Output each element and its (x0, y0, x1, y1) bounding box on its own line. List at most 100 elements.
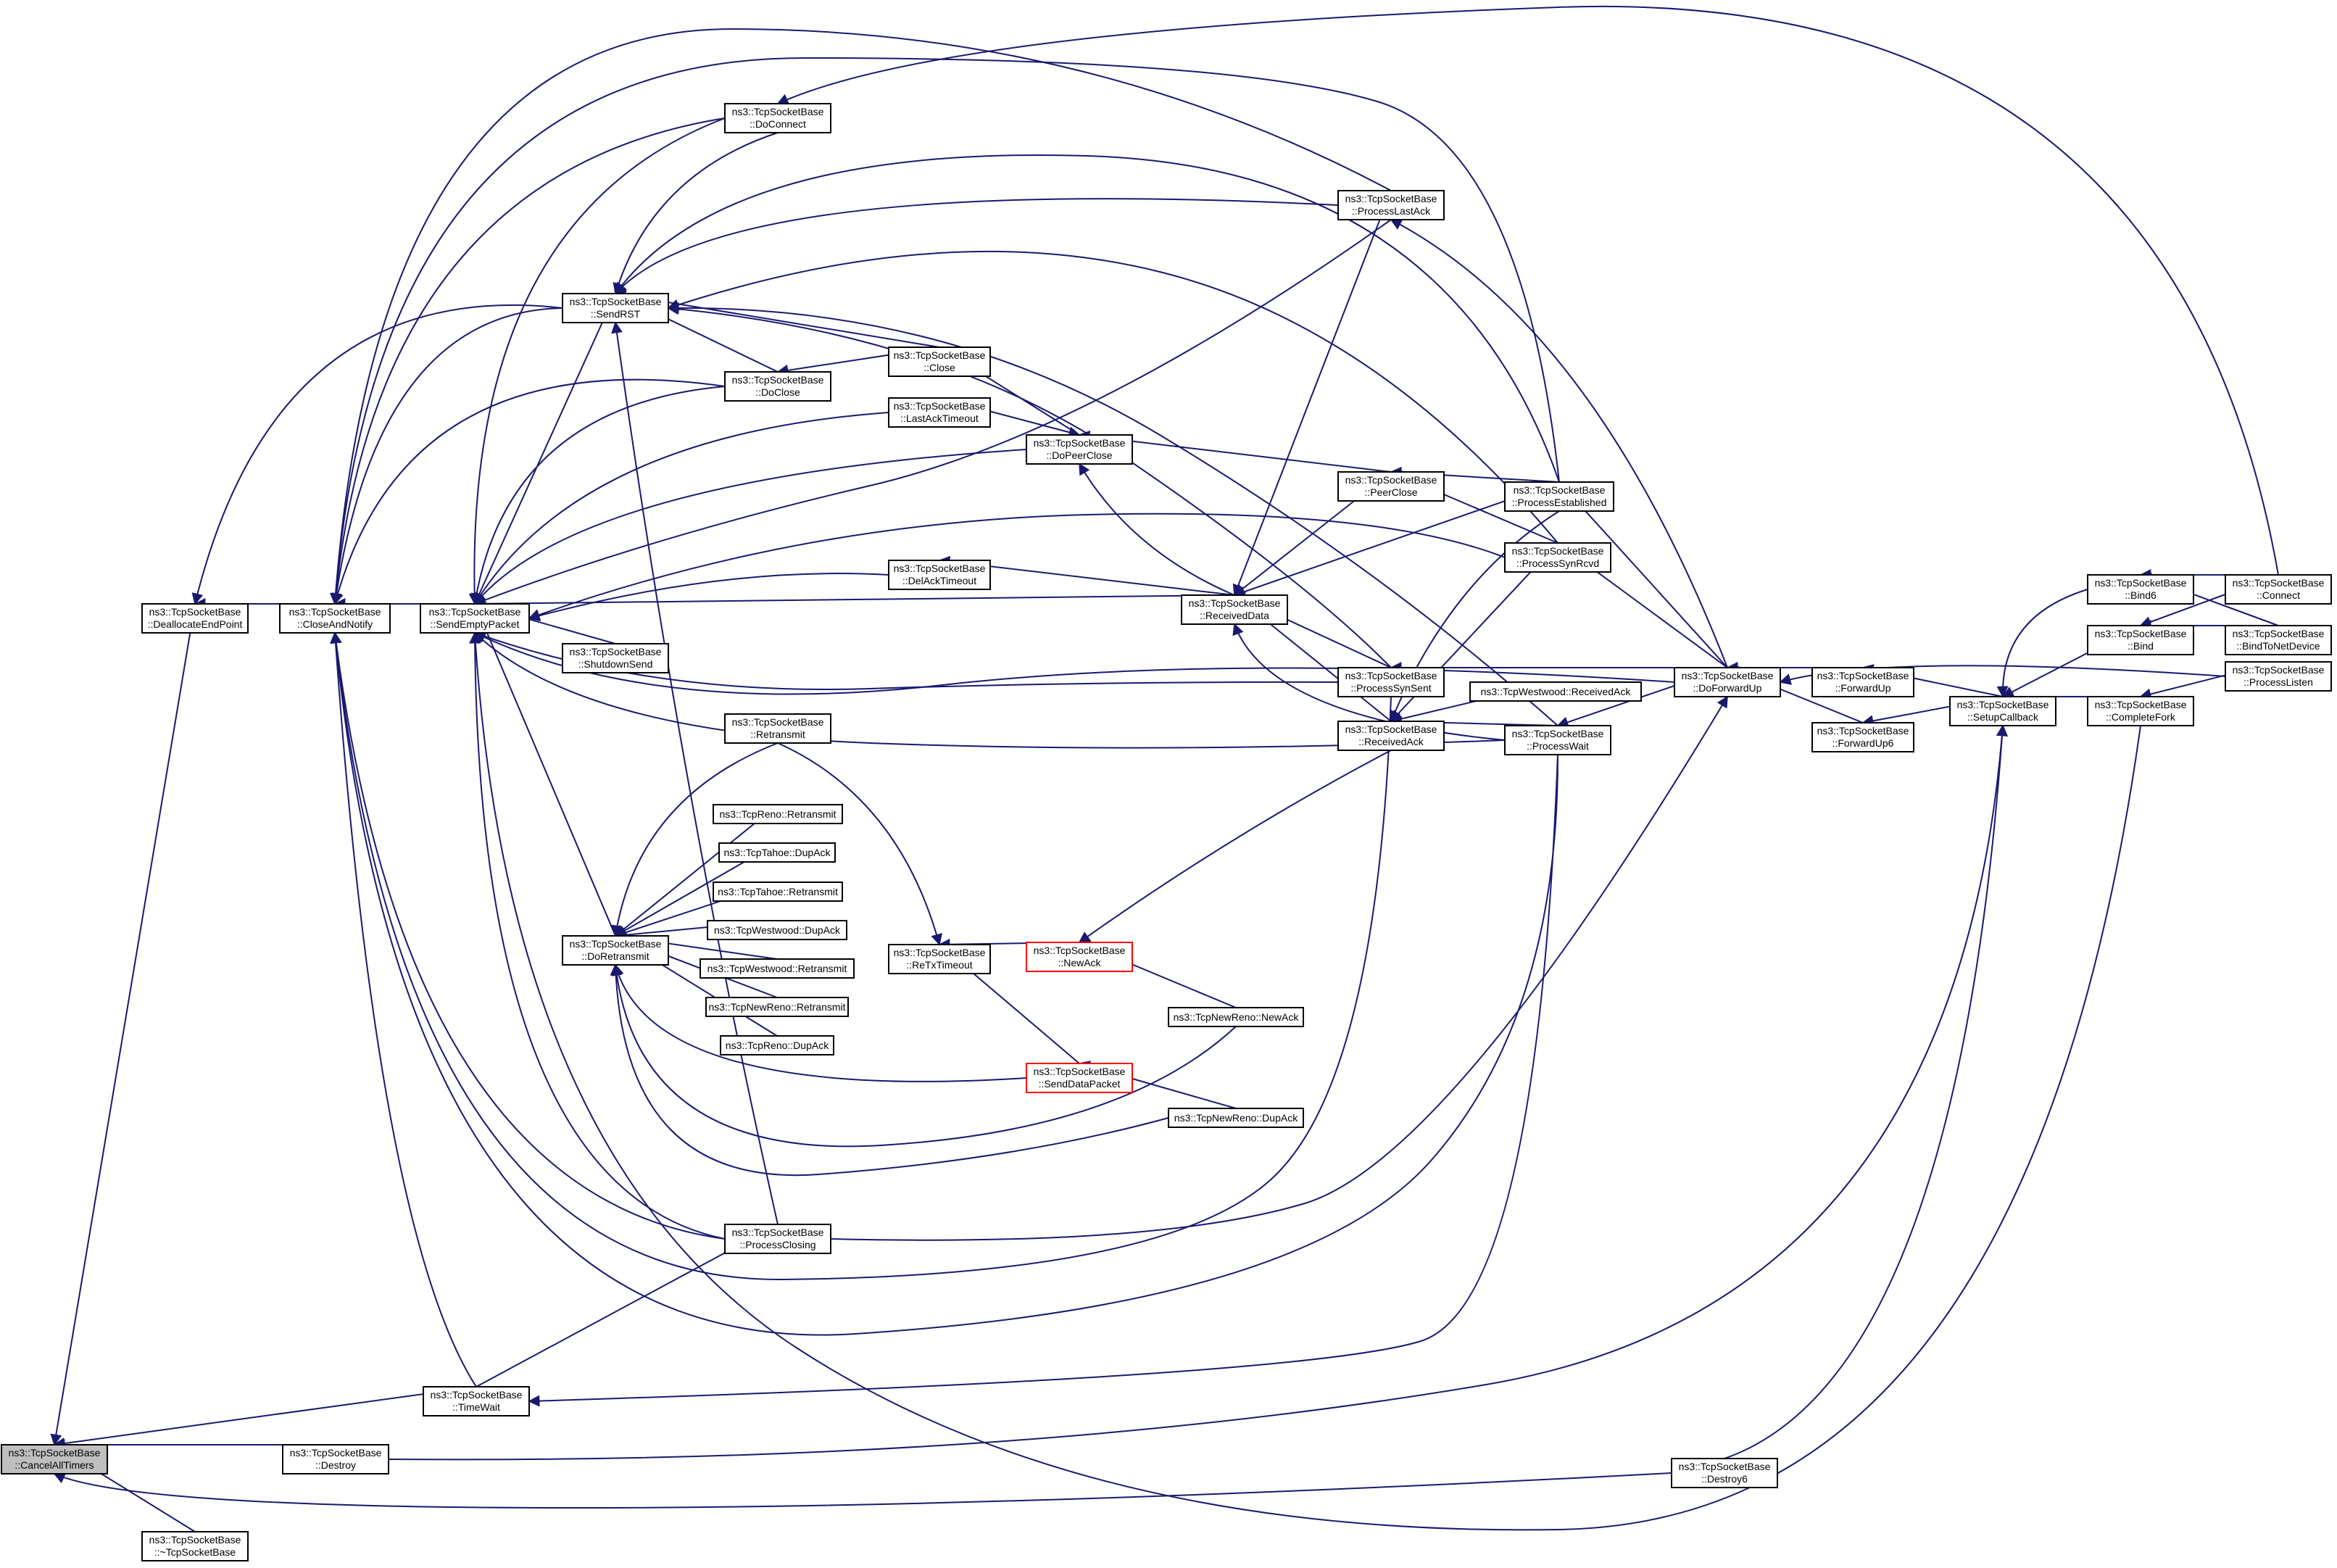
node-box (724, 1224, 831, 1254)
graph-node-doPeerClose[interactable]: ns3::TcpSocketBase::DoPeerClose (1026, 434, 1133, 465)
node-box (1671, 1458, 1778, 1488)
graph-node-forwardUp[interactable]: ns3::TcpSocketBase::ForwardUp (1811, 667, 1914, 697)
graph-node-sendRST[interactable]: ns3::TcpSocketBase::SendRST (562, 293, 669, 323)
graph-node-sendData[interactable]: ns3::TcpSocketBase::SendDataPacket (1026, 1063, 1133, 1093)
graph-node-doForwardUp[interactable]: ns3::TcpSocketBase::DoForwardUp (1674, 667, 1781, 697)
graph-node-timeWait[interactable]: ns3::TcpSocketBase::TimeWait (423, 1386, 530, 1416)
graph-node-connect[interactable]: ns3::TcpSocketBase::Connect (2225, 574, 2332, 605)
node-label: ns3::TcpReno::Retransmit (719, 808, 836, 820)
node-label-line1: ns3::TcpSocketBase (2233, 664, 2325, 676)
graph-node-shutdownSend[interactable]: ns3::TcpSocketBase::ShutdownSend (562, 643, 669, 673)
node-label-line2: ::CompleteFork (2106, 711, 2176, 723)
graph-node-nrNewAck[interactable]: ns3::TcpNewReno::NewAck (1168, 1007, 1304, 1027)
graph-node-closeNotify[interactable]: ns3::TcpSocketBase::CloseAndNotify (279, 603, 391, 634)
graph-node-procEstab[interactable]: ns3::TcpSocketBase::ProcessEstablished (1504, 481, 1614, 512)
graph-node-delAckTimeout[interactable]: ns3::TcpSocketBase::DelAckTimeout (888, 560, 991, 590)
graph-node-renoRetx[interactable]: ns3::TcpReno::Retransmit (713, 804, 843, 824)
call-edge-procWait-to-timeWait (528, 754, 1558, 1407)
graph-node-bindNetDev[interactable]: ns3::TcpSocketBase::BindToNetDevice (2225, 625, 2332, 655)
node-box (2225, 625, 2332, 655)
node-label-line2: ::Bind6 (2125, 589, 2157, 601)
graph-node-nrRetx[interactable]: ns3::TcpNewReno::Retransmit (705, 997, 849, 1017)
node-label-line1: ns3::TcpSocketBase (732, 106, 824, 117)
node-box (282, 1444, 389, 1474)
node-label-line2: ::ProcessSynSent (1350, 682, 1431, 694)
graph-node-setupCb[interactable]: ns3::TcpSocketBase::SetupCallback (1949, 696, 2056, 726)
graph-node-bind6[interactable]: ns3::TcpSocketBase::Bind6 (2087, 574, 2194, 605)
node-label: ns3::TcpNewReno::NewAck (1174, 1011, 1300, 1023)
graph-node-reTxTimeout[interactable]: ns3::TcpSocketBase::ReTxTimeout (888, 944, 991, 974)
graph-node-procWait[interactable]: ns3::TcpSocketBase::ProcessWait (1504, 725, 1611, 755)
graph-node-newAck[interactable]: ns3::TcpSocketBase::NewAck (1026, 942, 1133, 972)
node-label-line2: ::ProcessLastAck (1352, 205, 1431, 217)
graph-node-forwardUp6[interactable]: ns3::TcpSocketBase::ForwardUp6 (1811, 722, 1914, 752)
call-edge-sendData-to-doRetx (613, 963, 1027, 1082)
graph-node-destroy6[interactable]: ns3::TcpSocketBase::Destroy6 (1671, 1458, 1778, 1488)
node-label-line1: ns3::TcpSocketBase (290, 1447, 382, 1459)
graph-node-cancel[interactable]: ns3::TcpSocketBase::CancelAllTimers (1, 1444, 108, 1474)
node-label-line1: ns3::TcpSocketBase (1034, 945, 1126, 956)
node-box (888, 560, 991, 590)
node-label-line2: ::TimeWait (452, 1401, 500, 1413)
graph-node-destroy[interactable]: ns3::TcpSocketBase::Destroy (282, 1444, 389, 1474)
call-edge-nrDupAck-to-doRetx (610, 963, 1169, 1177)
graph-node-doRetx[interactable]: ns3::TcpSocketBase::DoRetransmit (562, 935, 669, 966)
node-label-line2: ::Destroy (315, 1459, 356, 1471)
graph-node-retransmit[interactable]: ns3::TcpSocketBase::Retransmit (724, 713, 831, 744)
node-box (2225, 661, 2332, 692)
node-label-line1: ns3::TcpSocketBase (570, 296, 662, 307)
call-edge-procClosing-to-closeNotify (330, 631, 726, 1240)
graph-node-dtor[interactable]: ns3::TcpSocketBase::~TcpSocketBase (141, 1531, 249, 1561)
call-edge-doRetx-to-sendEmpty (473, 602, 616, 937)
graph-node-nrDupAck[interactable]: ns3::TcpNewReno::DupAck (1168, 1108, 1304, 1128)
call-edge-sendRST-to-closeNotify (331, 307, 563, 605)
node-label: ns3::TcpWestwood::DupAck (714, 924, 841, 936)
graph-node-receivedAck[interactable]: ns3::TcpSocketBase::ReceivedAck (1337, 721, 1445, 751)
node-label: ns3::TcpNewReno::DupAck (1174, 1112, 1298, 1124)
node-label: ns3::TcpTahoe::DupAck (723, 847, 831, 858)
node-label-line2: ::Close (923, 362, 955, 373)
node-label-line1: ns3::TcpSocketBase (1034, 1066, 1126, 1077)
node-label-line1: ns3::TcpSocketBase (1345, 723, 1437, 735)
graph-node-peerClose[interactable]: ns3::TcpSocketBase::PeerClose (1337, 471, 1445, 502)
graph-node-close[interactable]: ns3::TcpSocketBase::Close (888, 347, 991, 377)
graph-node-westRetx[interactable]: ns3::TcpWestwood::Retransmit (700, 958, 855, 979)
node-box (1504, 481, 1614, 512)
node-label-line1: ns3::TcpSocketBase (429, 606, 521, 618)
call-edge-nrNewAck-to-doRetx (610, 963, 1237, 1148)
graph-node-tahoeDup[interactable]: ns3::TcpTahoe::DupAck (718, 842, 836, 863)
call-edge-timeWait-to-closeNotify (330, 631, 477, 1387)
node-box (141, 1531, 249, 1561)
graph-node-westDup[interactable]: ns3::TcpWestwood::DupAck (707, 920, 847, 940)
graph-node-dealloc[interactable]: ns3::TcpSocketBase::DeallocateEndPoint (141, 603, 249, 634)
call-edge-receivedData-to-doPeerClose (1079, 462, 1235, 596)
node-label: ns3::TcpWestwood::Retransmit (707, 963, 847, 974)
graph-node-lastAckTimeout[interactable]: ns3::TcpSocketBase::LastAckTimeout (888, 397, 991, 428)
node-label-line1: ns3::TcpSocketBase (732, 374, 824, 386)
graph-node-doConnect[interactable]: ns3::TcpSocketBase::DoConnect (724, 103, 831, 133)
graph-node-doClose[interactable]: ns3::TcpSocketBase::DoClose (724, 371, 831, 402)
node-label: ns3::TcpWestwood::ReceivedAck (1481, 686, 1632, 697)
graph-node-procSynSent[interactable]: ns3::TcpSocketBase::ProcessSynSent (1337, 667, 1445, 697)
node-label-line2: ::SendEmptyPacket (431, 618, 520, 630)
node-label-line1: ns3::TcpSocketBase (1512, 545, 1604, 557)
graph-node-renoDup[interactable]: ns3::TcpReno::DupAck (720, 1035, 834, 1055)
node-box (888, 397, 991, 428)
graph-node-westRecvAck[interactable]: ns3::TcpWestwood::ReceivedAck (1469, 681, 1642, 702)
graph-node-tahoeRetx[interactable]: ns3::TcpTahoe::Retransmit (713, 882, 843, 902)
node-label-line1: ns3::TcpSocketBase (149, 606, 241, 618)
graph-node-completeFork[interactable]: ns3::TcpSocketBase::CompleteFork (2087, 696, 2194, 726)
node-box (1674, 667, 1781, 697)
graph-node-receivedData[interactable]: ns3::TcpSocketBase::ReceivedData (1181, 594, 1288, 625)
graph-node-procLastAck[interactable]: ns3::TcpSocketBase::ProcessLastAck (1337, 190, 1445, 220)
graph-node-procSynRcvd[interactable]: ns3::TcpSocketBase::ProcessSynRcvd (1504, 542, 1611, 573)
graph-node-procListen[interactable]: ns3::TcpSocketBase::ProcessListen (2225, 661, 2332, 692)
graph-node-procClosing[interactable]: ns3::TcpSocketBase::ProcessClosing (724, 1224, 831, 1254)
graph-node-sendEmpty[interactable]: ns3::TcpSocketBase::SendEmptyPacket (420, 603, 530, 634)
call-edge-destroy6-to-setupCb (1724, 724, 2008, 1459)
node-label-line2: ::DoPeerClose (1046, 449, 1112, 461)
node-label-line2: ::ReceivedAck (1358, 736, 1424, 747)
node-label-line2: ::DoConnect (750, 118, 806, 130)
graph-node-bind[interactable]: ns3::TcpSocketBase::Bind (2087, 625, 2194, 655)
node-label-line2: ::ProcessWait (1527, 740, 1589, 752)
